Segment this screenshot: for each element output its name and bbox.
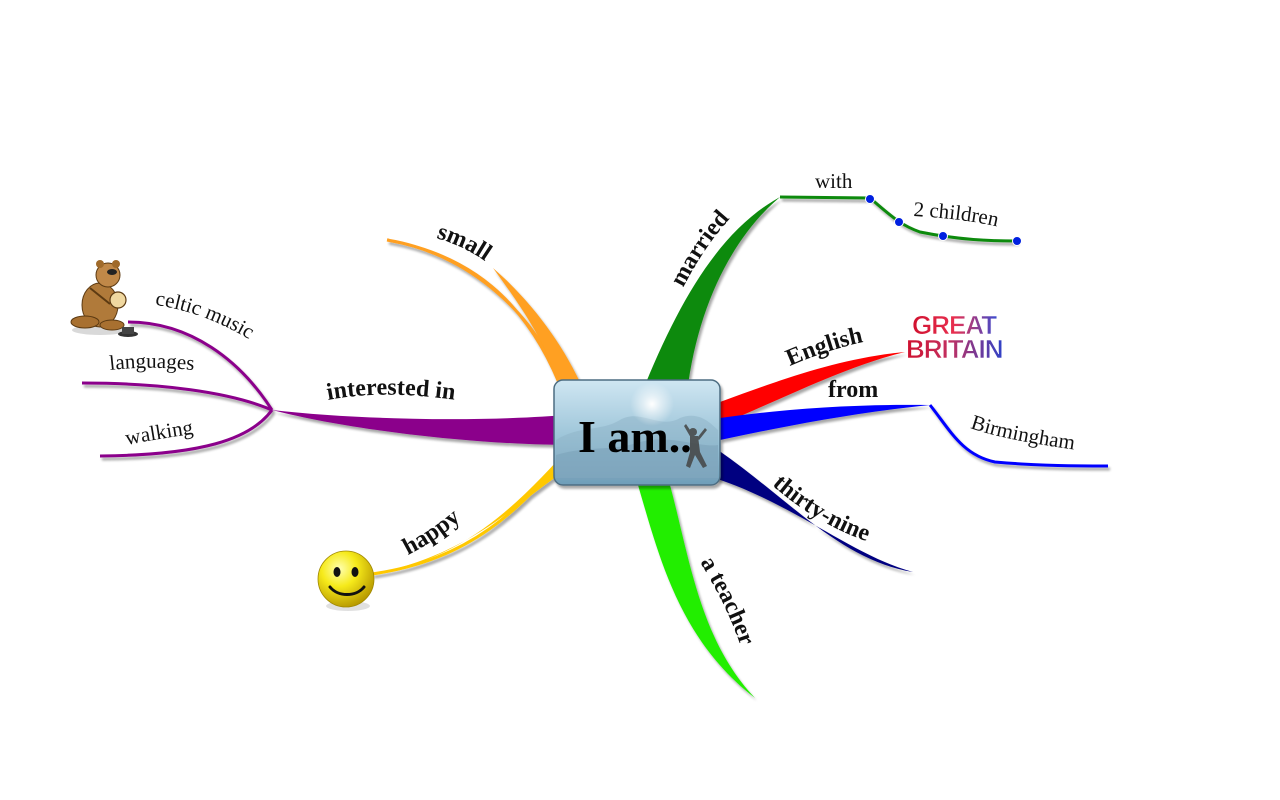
- branch-married-line: [645, 195, 1018, 385]
- label-from[interactable]: from: [828, 377, 878, 403]
- branch-happy-line: [371, 445, 574, 576]
- label-2-children[interactable]: 2 children: [913, 197, 1002, 231]
- svg-text:GREAT: GREAT: [912, 310, 997, 340]
- banjo-bear-icon: [70, 260, 138, 337]
- children-node-dots: [865, 194, 1022, 246]
- branch-teacher-line: [638, 485, 755, 698]
- great-britain-flag-icon: GREAT BRITAIN: [906, 310, 1004, 365]
- branch-from-line: [720, 404, 1109, 468]
- jumping-person-icon: [684, 424, 707, 468]
- central-topic[interactable]: I am..: [553, 379, 721, 486]
- label-interested-in[interactable]: interested in: [324, 375, 457, 406]
- label-celtic-music[interactable]: celtic music: [154, 286, 259, 343]
- label-happy[interactable]: happy: [398, 504, 465, 560]
- label-thirty-nine[interactable]: thirty-nine: [768, 470, 874, 547]
- label-walking[interactable]: walking: [123, 415, 195, 450]
- label-languages[interactable]: languages: [108, 349, 196, 375]
- label-with[interactable]: with: [815, 169, 853, 193]
- label-small[interactable]: small: [434, 219, 496, 267]
- branch-interested-in-line: [81, 320, 565, 458]
- central-topic-text: I am..: [578, 411, 692, 462]
- label-birmingham[interactable]: Birmingham: [968, 410, 1076, 455]
- svg-text:BRITAIN: BRITAIN: [906, 334, 1003, 364]
- branch-thirty-nine-line: [705, 450, 913, 572]
- smiley-face-icon: [317, 550, 375, 611]
